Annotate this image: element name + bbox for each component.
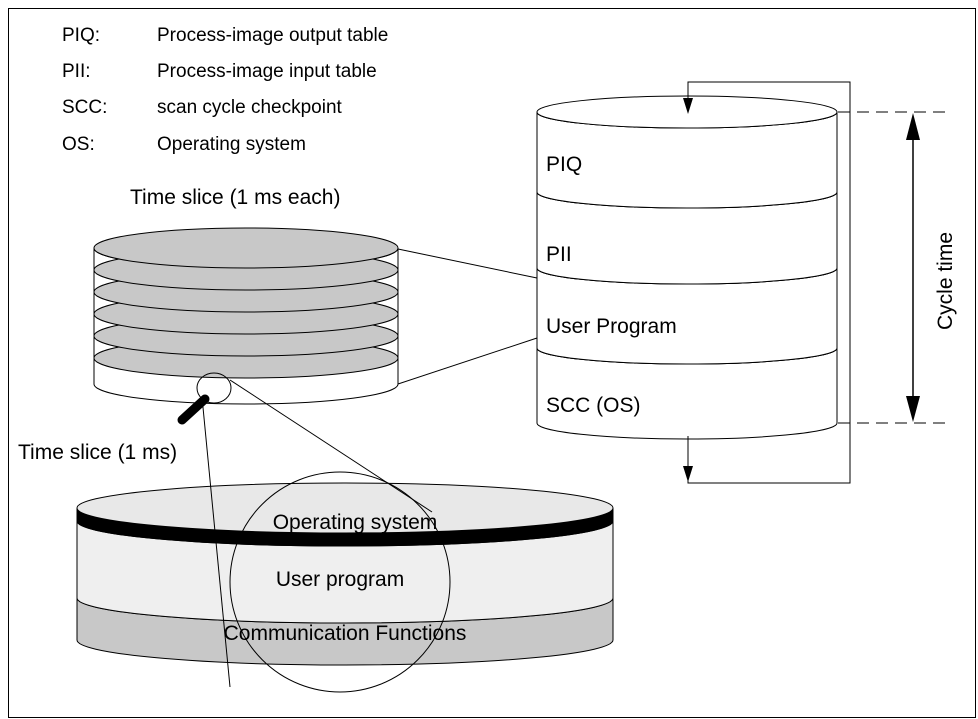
layer-label-communication: Communication Functions (224, 622, 467, 645)
legend-text-os: Operating system (157, 134, 306, 155)
cycle-time-dimension: Cycle time (838, 111, 957, 424)
cycle-stack-labels: PIQ PII User Program SCC (OS) (546, 153, 677, 417)
loop-arrowhead-in-icon (683, 98, 693, 114)
legend-abbr-piq: PIQ: (62, 25, 100, 46)
time-slice-1 (93, 227, 399, 269)
magnifier-small-circle (196, 372, 232, 404)
slice-pointer-tab-icon (177, 394, 210, 425)
magnifier (196, 372, 451, 693)
slice-disk (76, 482, 614, 666)
dim-arrow-up-icon (906, 113, 920, 140)
dim-arrow-down-icon (906, 396, 920, 422)
segment-label-piq: PIQ (546, 153, 582, 176)
slice-disk-top (76, 482, 614, 534)
zoom-connectors (397, 248, 538, 385)
layer-label-user-program: User program (276, 568, 404, 591)
legend-abbr-scc: SCC: (62, 97, 107, 118)
segment-label-user-program: User Program (546, 315, 677, 338)
connector-bottom-line (397, 337, 538, 385)
cycle-time-label: Cycle time (934, 232, 957, 330)
magnifier-large-circle (229, 471, 451, 693)
legend-abbr-os: OS: (62, 134, 95, 155)
magnifier-right-line (229, 379, 433, 513)
loop-arrow (683, 81, 851, 484)
single-slice-label: Time slice (1 ms) (18, 441, 177, 464)
cycle-stack (536, 95, 838, 440)
legend: PIQ: Process-image output table PII: Pro… (62, 25, 388, 155)
cycle-stack-top (536, 95, 838, 129)
connector-top-line (397, 248, 538, 279)
slice-disk-labels: Operating system User program Communicat… (224, 511, 467, 645)
legend-text-pii: Process-image input table (157, 61, 377, 82)
segment-label-pii: PII (546, 243, 572, 266)
magnifier-left-line (201, 396, 231, 688)
layer-label-operating-system: Operating system (273, 511, 438, 534)
segment-label-scc: SCC (OS) (546, 394, 641, 417)
legend-text-piq: Process-image output table (157, 25, 388, 46)
single-slice-pointer: Time slice (1 ms) (18, 394, 210, 464)
loop-arrowhead-out-icon (683, 466, 693, 482)
figure-frame (8, 8, 976, 718)
legend-text-scc: scan cycle checkpoint (157, 97, 343, 118)
legend-abbr-pii: PII: (62, 61, 91, 82)
time-slice-stack (93, 227, 399, 405)
time-slice-stack-title: Time slice (1 ms each) (130, 186, 340, 209)
